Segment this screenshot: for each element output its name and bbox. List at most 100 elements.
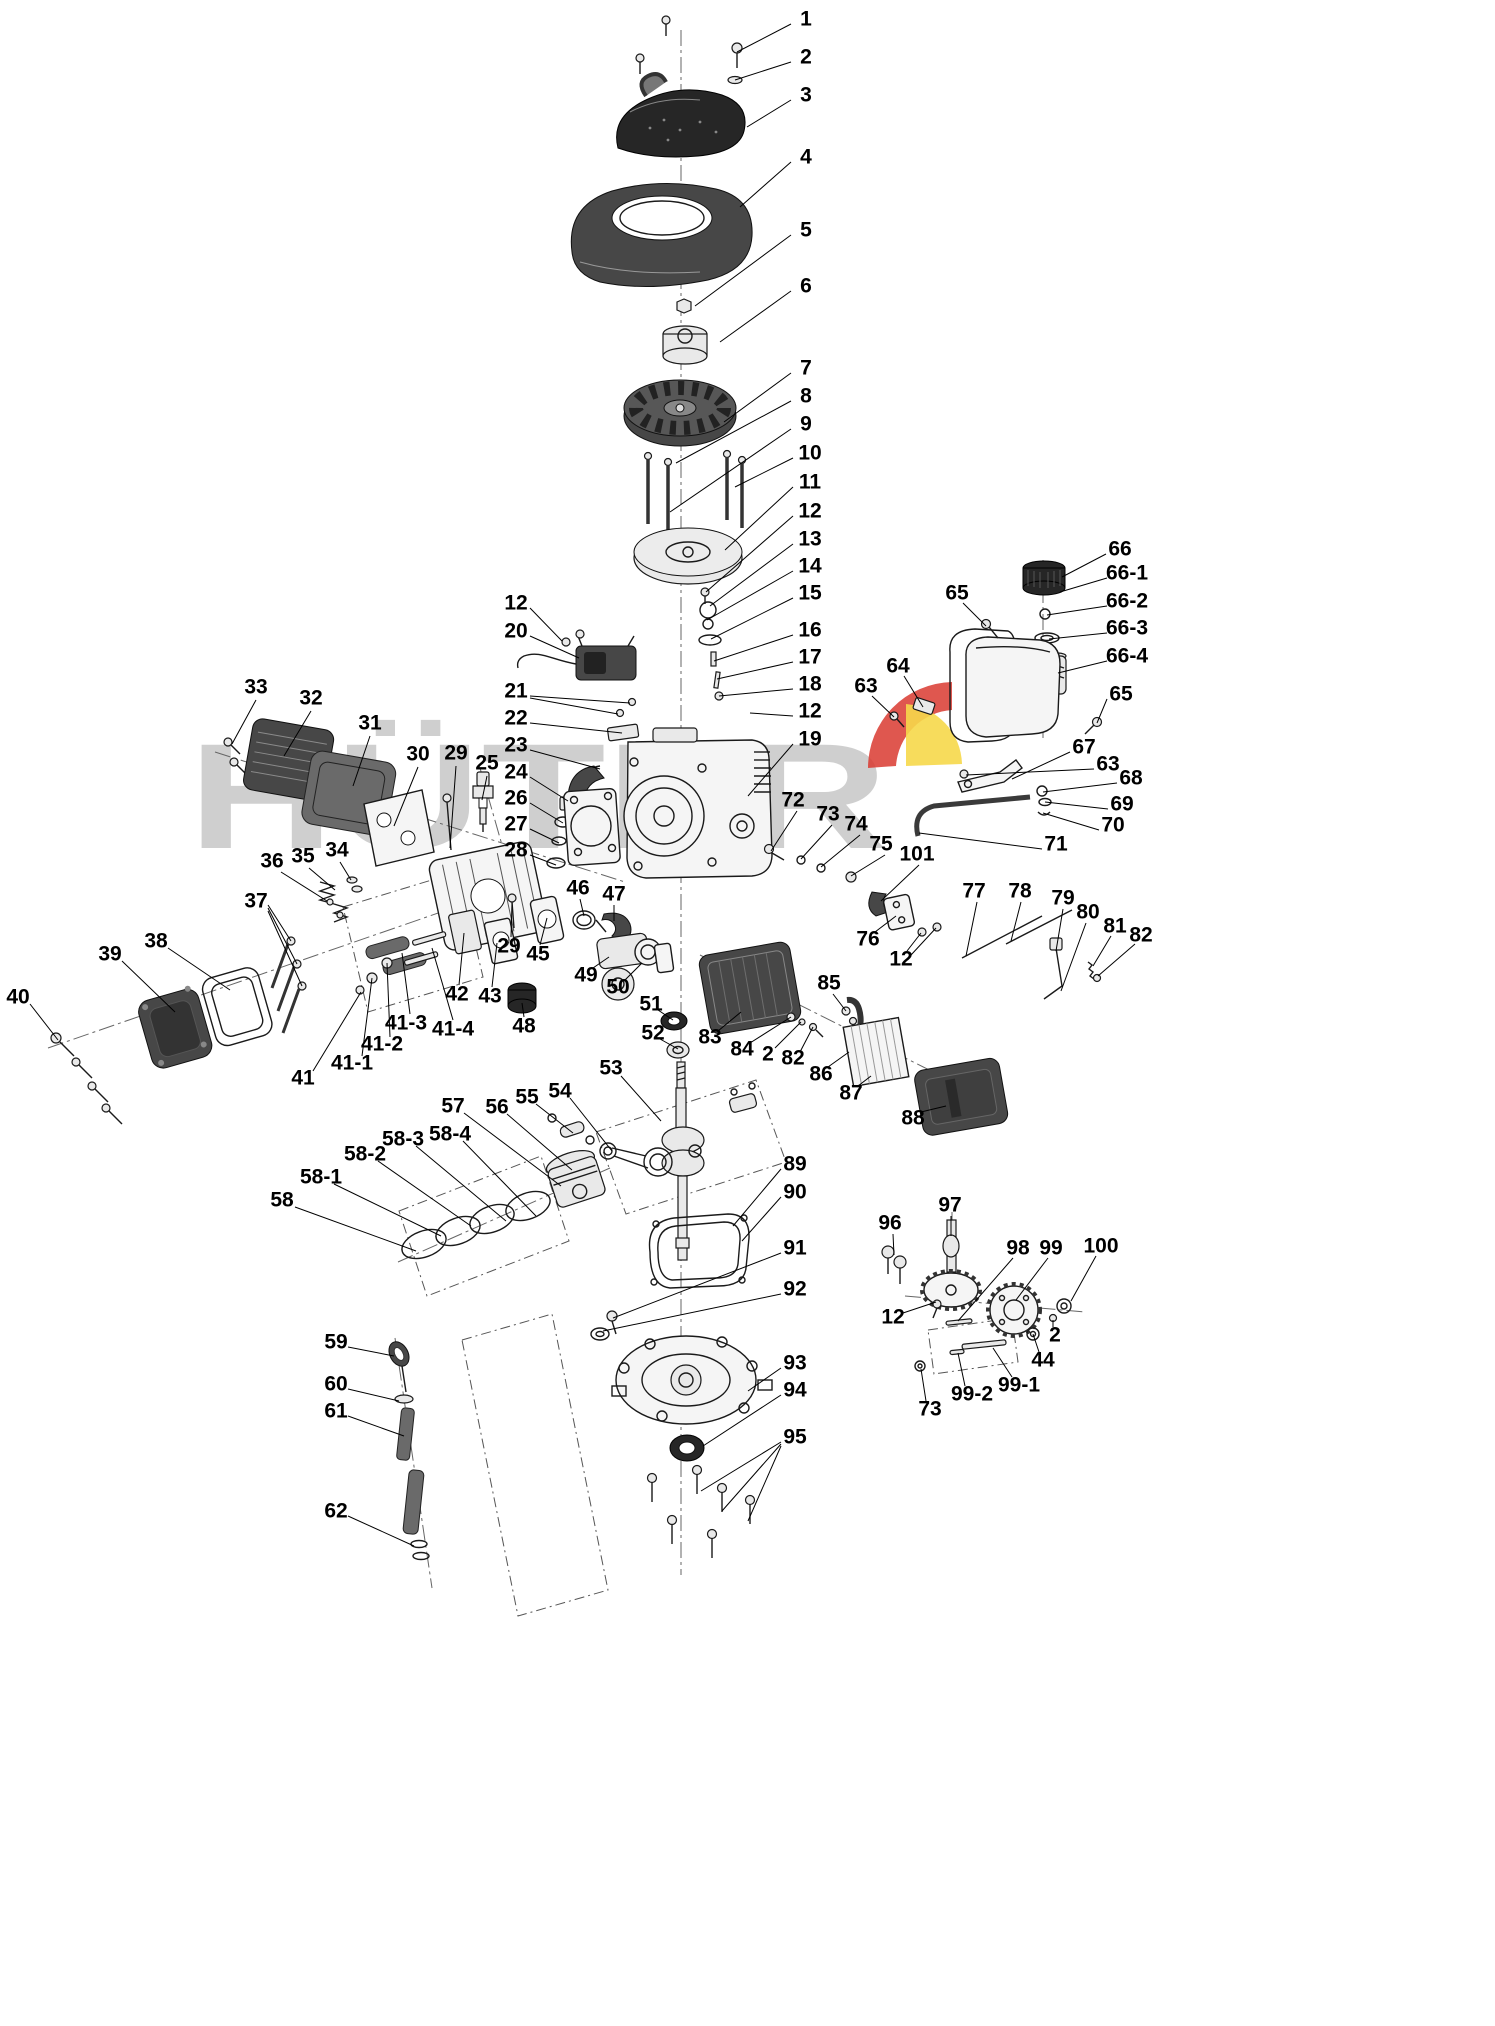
part-fan-housing xyxy=(570,182,753,288)
leader-line-98 xyxy=(957,1257,1014,1322)
leader-line-28 xyxy=(529,854,557,866)
part-label-59: 59 xyxy=(324,1331,347,1354)
leader-line-43 xyxy=(491,942,498,988)
part-label-100: 100 xyxy=(1083,1235,1118,1258)
part-sump-bolts xyxy=(646,1464,756,1558)
part-label-94: 94 xyxy=(783,1379,807,1402)
leader-line-93 xyxy=(747,1367,782,1392)
leader-line-26 xyxy=(529,802,564,824)
leader-line-37 xyxy=(267,910,303,987)
leader-line-56 xyxy=(506,1113,573,1171)
part-label-37: 37 xyxy=(244,890,267,913)
part-label-66-2: 66-2 xyxy=(1106,590,1148,613)
part-label-58-3: 58-3 xyxy=(382,1128,424,1151)
leader-line-82 xyxy=(799,1026,814,1053)
part-starter-pulley xyxy=(662,325,708,365)
leader-line-68 xyxy=(1042,782,1118,793)
leader-line-21 xyxy=(529,697,619,715)
leader-line-46 xyxy=(579,898,585,917)
part-label-99: 99 xyxy=(1039,1237,1062,1260)
leader-line-91 xyxy=(612,1252,782,1319)
part-label-82: 82 xyxy=(781,1047,804,1070)
part-label-12: 12 xyxy=(889,948,912,971)
part-label-12: 12 xyxy=(881,1306,904,1329)
part-label-49: 49 xyxy=(574,964,597,987)
leader-line-5 xyxy=(694,234,792,307)
leader-line-30 xyxy=(393,766,419,827)
leader-line-50 xyxy=(624,962,643,981)
leader-line-24 xyxy=(529,776,569,802)
part-air-cleaner-base xyxy=(698,941,824,1038)
leader-line-42 xyxy=(458,932,465,986)
part-label-2: 2 xyxy=(1049,1324,1061,1347)
part-label-29: 29 xyxy=(497,935,520,958)
leader-line-87 xyxy=(857,1075,872,1087)
leader-line-73 xyxy=(920,1368,927,1402)
part-label-74: 74 xyxy=(844,813,868,836)
leader-line-15 xyxy=(710,597,794,640)
leader-line-59 xyxy=(347,1346,395,1357)
leader-line-41-3 xyxy=(401,952,411,1015)
leader-line-2 xyxy=(774,1021,802,1049)
part-oil-dipstick xyxy=(388,1341,430,1561)
part-label-12: 12 xyxy=(798,500,821,523)
part-label-80: 80 xyxy=(1076,901,1099,924)
part-valve-cover xyxy=(50,967,273,1125)
part-label-22: 22 xyxy=(504,707,527,730)
part-label-36: 36 xyxy=(260,850,283,873)
part-label-63: 63 xyxy=(854,675,877,698)
leader-line-76 xyxy=(874,915,897,933)
leader-line-99-1 xyxy=(992,1347,1013,1378)
part-oil-seal-and-bolt xyxy=(590,1310,618,1341)
part-label-41-4: 41-4 xyxy=(432,1018,474,1041)
leader-line-80 xyxy=(1060,922,1087,992)
part-magneto-rotor xyxy=(633,527,743,585)
part-spark-plug xyxy=(472,771,494,832)
part-tappets xyxy=(881,1245,907,1284)
part-label-15: 15 xyxy=(798,582,822,605)
part-carburetor xyxy=(595,919,675,1001)
part-label-79: 79 xyxy=(1051,887,1074,910)
part-label-48: 48 xyxy=(512,1015,536,1038)
part-label-43: 43 xyxy=(478,985,501,1008)
part-label-12: 12 xyxy=(504,592,527,615)
part-label-33: 33 xyxy=(244,676,267,699)
part-label-21: 21 xyxy=(504,680,528,703)
leader-line-37 xyxy=(267,904,292,942)
part-label-70: 70 xyxy=(1101,814,1124,837)
part-label-84: 84 xyxy=(730,1038,754,1061)
leader-line-100 xyxy=(1070,1255,1097,1302)
leader-line-61 xyxy=(347,1415,405,1437)
leader-line-84 xyxy=(749,1016,792,1044)
leader-line-66 xyxy=(1061,553,1107,578)
leader-line-20 xyxy=(529,635,580,659)
leader-line-10 xyxy=(734,457,794,488)
leader-line-58-2 xyxy=(377,1160,472,1227)
leader-line-77 xyxy=(965,901,978,957)
part-label-91: 91 xyxy=(783,1237,807,1260)
leader-line-8 xyxy=(675,400,792,464)
leader-line-82 xyxy=(1097,943,1136,977)
leader-line-63 xyxy=(965,768,1095,776)
part-label-5: 5 xyxy=(800,219,812,242)
part-label-17: 17 xyxy=(798,646,821,669)
part-piston-rings xyxy=(401,1190,551,1260)
part-ball-bearing xyxy=(669,1434,705,1462)
part-governor-assembly xyxy=(914,1282,1072,1372)
part-label-58: 58 xyxy=(270,1189,294,1212)
part-studs xyxy=(643,449,747,534)
leader-line-71 xyxy=(918,832,1043,850)
part-label-78: 78 xyxy=(1008,880,1032,903)
part-label-85: 85 xyxy=(817,972,841,995)
part-label-50: 50 xyxy=(606,976,629,999)
part-label-39: 39 xyxy=(98,943,121,966)
leader-line-12 xyxy=(910,927,937,956)
leader-line-23 xyxy=(529,749,601,770)
leader-line-48 xyxy=(521,1002,525,1018)
leader-line-72 xyxy=(770,810,798,852)
leader-line-44 xyxy=(1032,1333,1040,1353)
leader-line-85 xyxy=(832,993,847,1012)
part-label-90: 90 xyxy=(783,1181,806,1204)
part-cylinder-block xyxy=(623,727,773,879)
